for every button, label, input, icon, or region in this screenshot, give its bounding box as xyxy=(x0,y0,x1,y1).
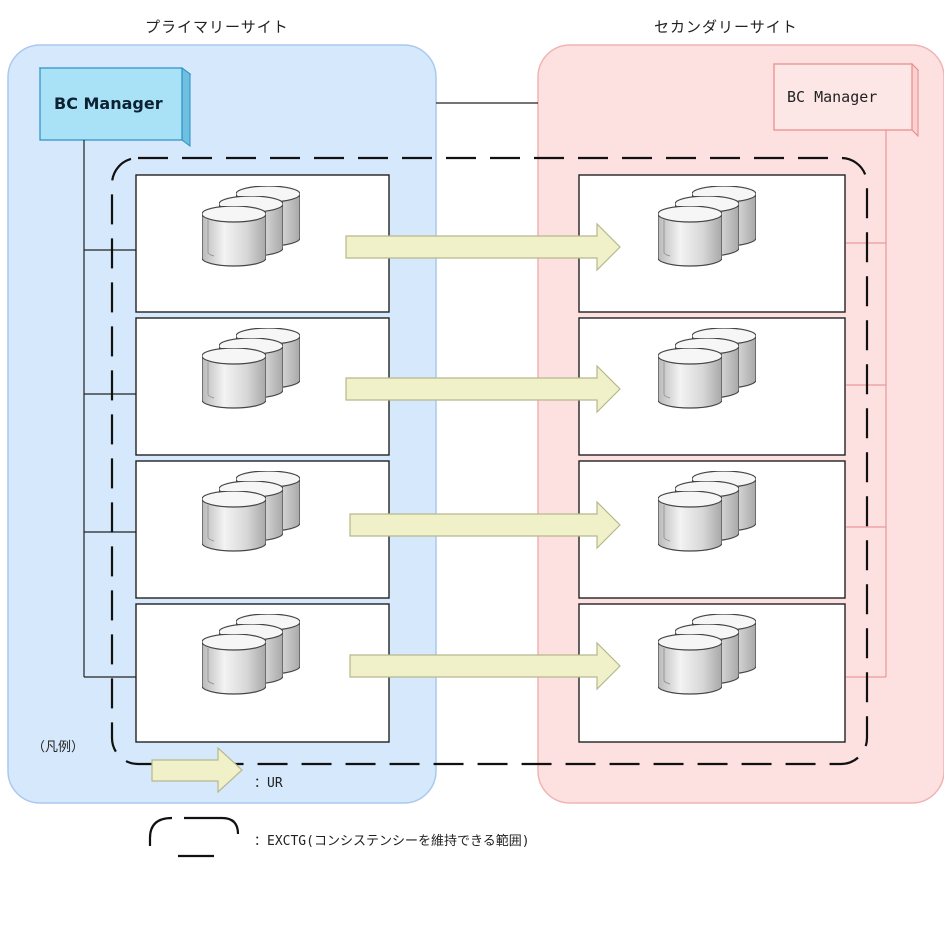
secondary-bc-manager-box xyxy=(772,62,920,138)
legend-ur-arrow-icon xyxy=(151,746,243,794)
legend-exctg-bracket-icon xyxy=(148,816,240,858)
legend-title: （凡例） xyxy=(32,740,85,755)
exctg-boundary xyxy=(110,156,869,766)
secondary-bc-manager-label: BC Manager xyxy=(787,88,878,106)
ur-arrow xyxy=(345,222,621,272)
ur-arrow xyxy=(349,641,621,691)
legend-exctg-label: ：EXCTG(コンシステンシーを維持できる範囲) xyxy=(254,834,530,849)
ur-arrow xyxy=(345,364,621,414)
primary-bc-manager-box xyxy=(38,67,192,147)
primary-site-title: プライマリーサイト xyxy=(145,18,289,36)
primary-bc-manager-label: BC Manager xyxy=(54,94,163,113)
ur-arrow xyxy=(349,500,621,550)
primary-network-lines xyxy=(83,140,136,678)
legend-ur-label: ：UR xyxy=(254,776,283,791)
secondary-site-title: セカンダリーサイト xyxy=(654,18,798,36)
